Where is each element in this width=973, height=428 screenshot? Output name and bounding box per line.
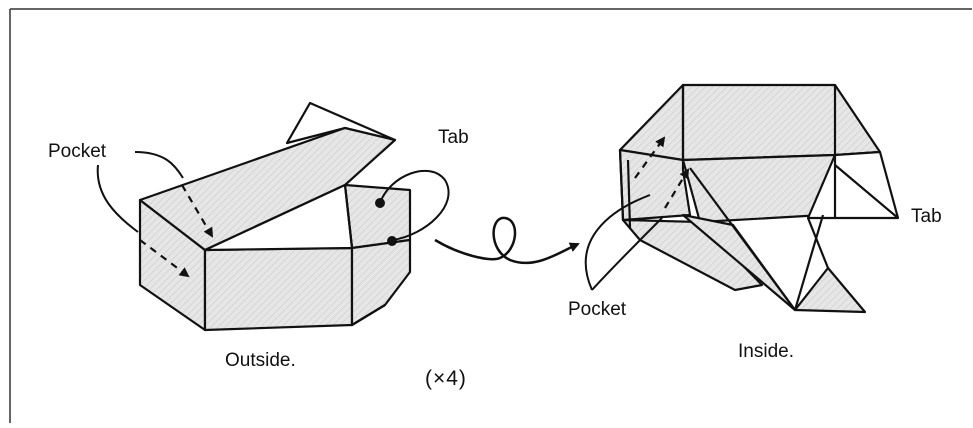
right-side-face — [350, 238, 412, 327]
dashed-arrow-left — [139, 239, 190, 278]
dashed-arrow-upper — [634, 136, 666, 179]
outside-pocket-leaders — [96, 151, 184, 233]
inside-pocket-leader — [584, 194, 663, 291]
figure-frame — [9, 8, 972, 423]
outside-pocket-label: Pocket — [48, 141, 107, 162]
outside-pocket-arrows — [139, 184, 214, 278]
dashed-arrow-top — [181, 184, 214, 238]
outside-tab-label: Tab — [438, 127, 469, 148]
inside-tab-label: Tab — [911, 206, 942, 227]
inside-base-triangle — [793, 266, 867, 314]
front-face — [203, 246, 354, 332]
inside-caption: Inside. — [738, 341, 794, 362]
outside-tab-leader — [375, 169, 450, 246]
inside-pocket-label: Pocket — [568, 299, 627, 320]
inside-model — [618, 83, 900, 314]
inside-top-face — [618, 83, 882, 162]
outside-model — [138, 101, 412, 332]
tab-dot-1 — [375, 198, 385, 208]
tab-dot-2 — [387, 236, 397, 246]
top-flap — [138, 126, 397, 252]
inside-bottom-panel — [621, 218, 764, 292]
turn-over-arrow — [434, 216, 580, 265]
count-note: (×4) — [425, 367, 467, 390]
outside-caption: Outside. — [225, 350, 296, 371]
inside-pocket-arrows — [634, 136, 690, 209]
